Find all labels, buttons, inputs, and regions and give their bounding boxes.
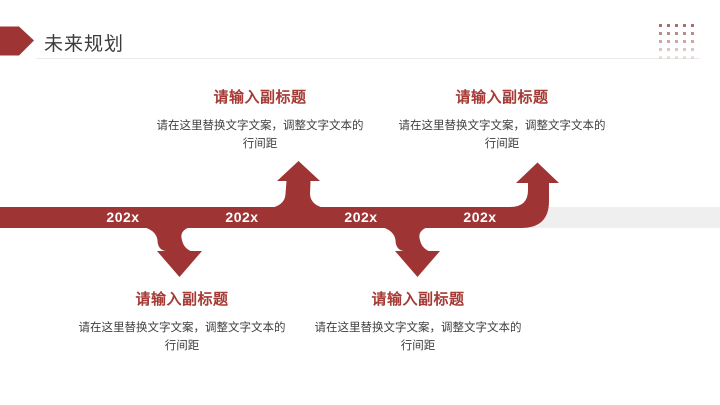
timeline-year-label: 202x (463, 209, 497, 225)
down-arrow-icon (378, 226, 440, 277)
header-divider (36, 58, 700, 59)
timeline-entry-bottom-2: 请输入副标题 请在这里替换文字文案，调整文字文本的行间距 (310, 290, 526, 355)
timeline-entry-bottom-1: 请输入副标题 请在这里替换文字文案，调整文字文本的行间距 (74, 290, 290, 355)
dot (683, 48, 686, 51)
header-arrow-icon (0, 26, 34, 56)
entry-body: 请在这里替换文字文案，调整文字文本的行间距 (156, 120, 364, 150)
dot (659, 56, 662, 59)
dot (683, 32, 686, 35)
page-title: 未来规划 (44, 34, 125, 55)
dot (667, 24, 670, 27)
dot (667, 48, 670, 51)
dot (667, 56, 670, 59)
timeline-year-label: 202x (225, 209, 259, 225)
dot (691, 40, 694, 43)
dot (683, 40, 686, 43)
dot (683, 56, 686, 59)
dot (683, 24, 686, 27)
entry-body: 请在这里替换文字文案，调整文字文本的行间距 (78, 322, 286, 352)
entry-title: 请输入副标题 (455, 89, 549, 106)
dot (667, 40, 670, 43)
timeline-entry-top-2: 请输入副标题 请在这里替换文字文案，调整文字文本的行间距 (394, 88, 610, 153)
entry-title: 请输入副标题 (371, 291, 465, 308)
dot-grid-decoration (659, 24, 694, 59)
dot (659, 40, 662, 43)
dot (691, 24, 694, 27)
timeline-entry-top-1: 请输入副标题 请在这里替换文字文案，调整文字文本的行间距 (152, 88, 368, 153)
dot (659, 48, 662, 51)
dot (675, 56, 678, 59)
dot (691, 32, 694, 35)
entry-title: 请输入副标题 (135, 291, 229, 308)
dot (667, 32, 670, 35)
dot (691, 56, 694, 59)
entry-title: 请输入副标题 (213, 89, 307, 106)
dot (675, 24, 678, 27)
dot (675, 32, 678, 35)
timeline-year-label: 202x (106, 209, 140, 225)
dot (675, 48, 678, 51)
down-arrow-icon (140, 226, 202, 277)
timeline-band-elbow-up-arrow-icon (0, 162, 559, 228)
up-arrow-icon (266, 161, 329, 209)
timeline-graphic (0, 161, 720, 277)
entry-body: 请在这里替换文字文案，调整文字文本的行间距 (398, 120, 606, 150)
dot (691, 48, 694, 51)
dot (659, 24, 662, 27)
dot (659, 32, 662, 35)
entry-body: 请在这里替换文字文案，调整文字文本的行间距 (314, 322, 522, 352)
timeline-year-label: 202x (344, 209, 378, 225)
dot (675, 40, 678, 43)
